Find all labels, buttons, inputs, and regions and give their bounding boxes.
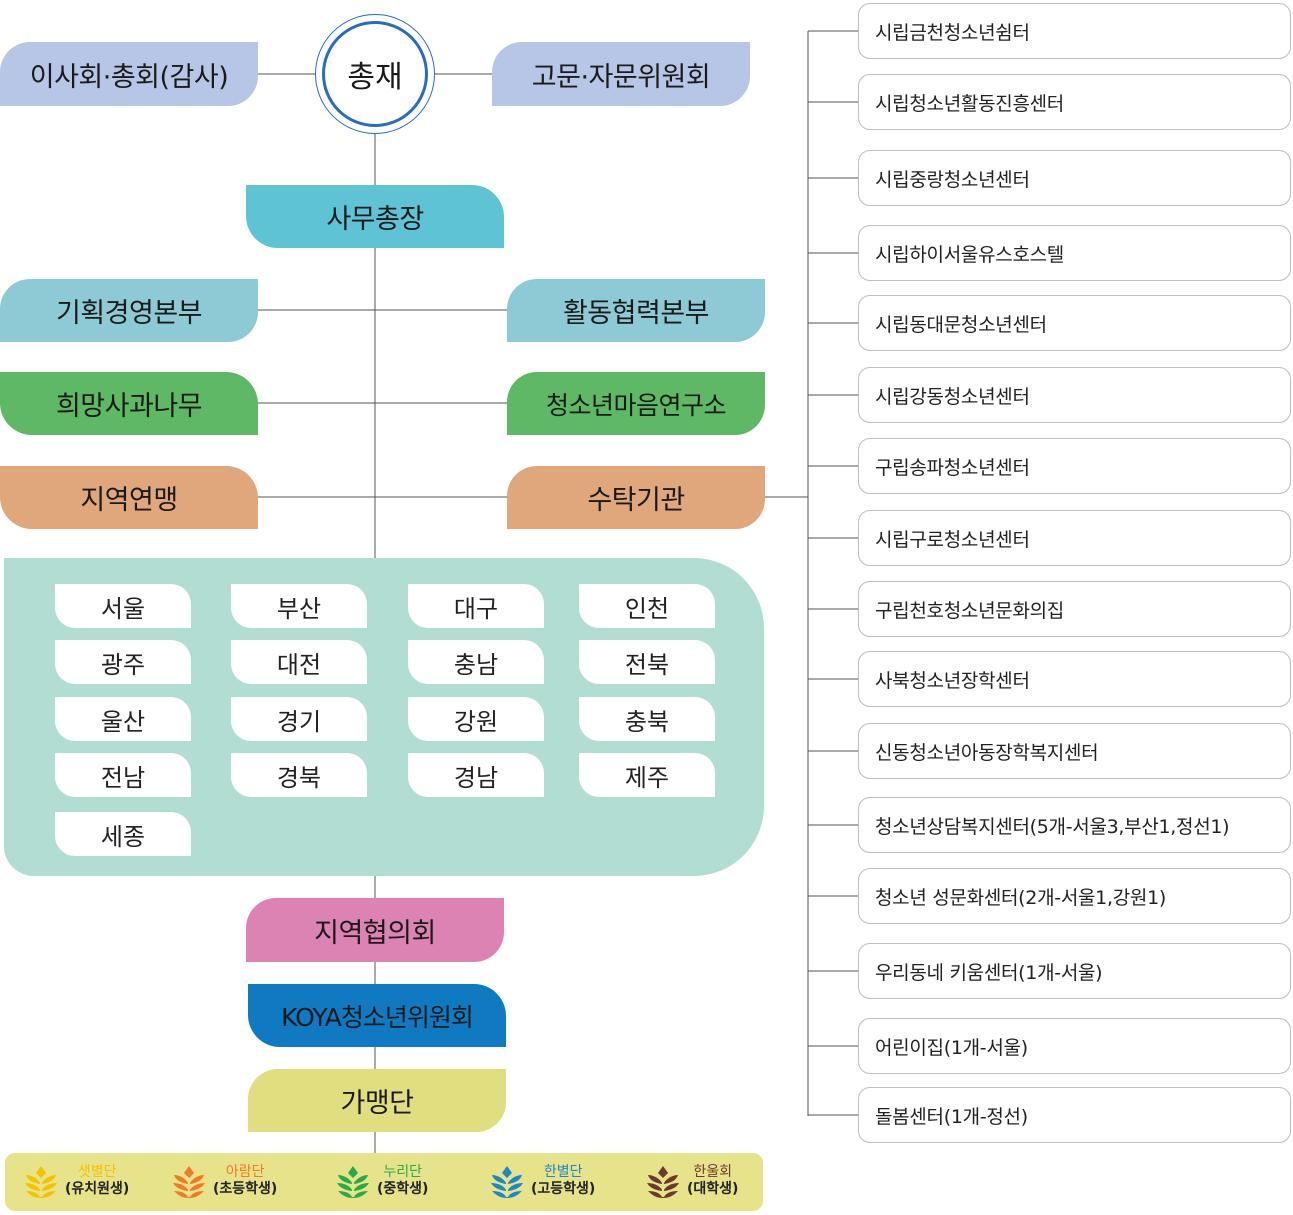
president-circle: 총재 <box>315 14 435 134</box>
region-item: 강원 <box>408 697 544 741</box>
region-item: 경기 <box>231 697 367 741</box>
trust-list-item: 시립하이서울유스호스텔 <box>858 225 1291 281</box>
planning-division: 기획경영본부 <box>0 279 258 342</box>
legend-item: 누리단(중학생) <box>335 1163 428 1199</box>
trust-list-item: 시립청소년활동진흥센터 <box>858 74 1291 130</box>
trust-list-item: 구립송파청소년센터 <box>858 438 1291 494</box>
member-group-emblem-icon <box>25 1166 57 1198</box>
legend-item: 샛별단(유치원생) <box>23 1163 129 1199</box>
koya-youth-committee: KOYA청소년위원회 <box>248 984 506 1047</box>
legend-group-level: (초등학생) <box>213 1181 278 1197</box>
trust-list-item: 어린이집(1개-서울) <box>858 1018 1291 1074</box>
board-general-assembly: 이사회·총회(감사) <box>0 42 258 106</box>
legend-group-name: 한별단 <box>543 1164 583 1180</box>
regional-council: 지역협의회 <box>246 898 504 962</box>
trust-list-item: 시립강동청소년센터 <box>858 367 1291 423</box>
legend-item: 한울회(대학생) <box>645 1163 738 1199</box>
region-item: 광주 <box>55 640 191 684</box>
member-group-emblem-icon <box>491 1166 523 1198</box>
member-group-legend: 샛별단(유치원생) 아람단(초등학생) 누리단(중학생) 한별단(고등학생) 한울회(대… <box>5 1153 763 1211</box>
hope-apple-tree: 희망사과나무 <box>0 372 258 435</box>
region-item: 경북 <box>231 753 367 797</box>
trust-list-item: 신동청소년아동장학복지센터 <box>858 723 1291 779</box>
trust-institutions: 수탁기관 <box>507 466 765 529</box>
legend-group-name: 누리단 <box>383 1164 423 1180</box>
activity-division: 활동협력본부 <box>507 279 765 342</box>
trust-list-item: 시립중랑청소년센터 <box>858 150 1291 206</box>
region-item: 세종 <box>55 812 191 856</box>
secretary-general: 사무총장 <box>246 185 504 248</box>
president-label: 총재 <box>322 21 428 127</box>
youth-mind-institute: 청소년마음연구소 <box>507 372 765 435</box>
legend-group-name: 한울회 <box>693 1164 733 1180</box>
region-item: 대전 <box>231 640 367 684</box>
region-item: 경남 <box>408 753 544 797</box>
legend-group-level: (고등학생) <box>531 1181 596 1197</box>
region-item: 부산 <box>231 584 367 628</box>
legend-group-level: (유치원생) <box>65 1181 130 1197</box>
region-item: 대구 <box>408 584 544 628</box>
trust-list-item: 시립구로청소년센터 <box>858 510 1291 566</box>
legend-group-name: 아람단 <box>225 1164 265 1180</box>
trust-list-item: 시립동대문청소년센터 <box>858 295 1291 351</box>
region-item: 인천 <box>579 584 715 628</box>
trust-list-item: 구립천호청소년문화의집 <box>858 581 1291 637</box>
region-item: 충남 <box>408 640 544 684</box>
trust-list-item: 돌봄센터(1개-정선) <box>858 1087 1291 1143</box>
trust-list-item: 시립금천청소년쉼터 <box>858 3 1291 59</box>
region-item: 울산 <box>55 697 191 741</box>
legend-group-level: (중학생) <box>377 1181 429 1197</box>
legend-group-level: (대학생) <box>687 1181 739 1197</box>
regional-federation: 지역연맹 <box>0 466 258 529</box>
trust-list-item: 청소년상담복지센터(5개-서울3,부산1,정선1) <box>858 797 1291 853</box>
region-item: 서울 <box>55 584 191 628</box>
region-item: 제주 <box>579 753 715 797</box>
member-group-emblem-icon <box>173 1166 205 1198</box>
region-item: 전남 <box>55 753 191 797</box>
trust-list-item: 사북청소년장학센터 <box>858 651 1291 707</box>
member-groups: 가맹단 <box>248 1069 506 1132</box>
legend-item: 아람단(초등학생) <box>171 1163 277 1199</box>
legend-item: 한별단(고등학생) <box>489 1163 595 1199</box>
trust-list-item: 우리동네 키움센터(1개-서울) <box>858 943 1291 999</box>
region-item: 전북 <box>579 640 715 684</box>
member-group-emblem-icon <box>337 1166 369 1198</box>
trust-list-item: 청소년 성문화센터(2개-서울1,강원1) <box>858 868 1291 924</box>
member-group-emblem-icon <box>647 1166 679 1198</box>
legend-group-name: 샛별단 <box>77 1164 117 1180</box>
region-item: 충북 <box>579 697 715 741</box>
advisory-committee: 고문·자문위원회 <box>492 42 750 106</box>
